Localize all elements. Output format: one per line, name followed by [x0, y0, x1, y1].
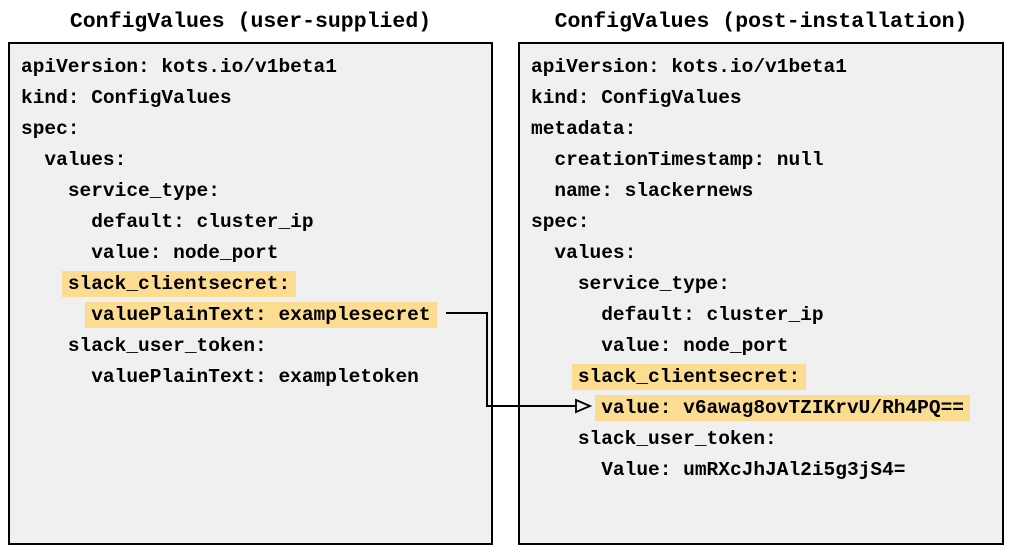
code-line: value: v6awag8ovTZIKrvU/Rh4PQ== [531, 393, 1002, 424]
config-entry: value: node_port [601, 335, 789, 357]
code-line: creationTimestamp: null [531, 145, 1002, 176]
config-entry: values: [44, 149, 127, 171]
code-line: service_type: [531, 269, 1002, 300]
code-line: service_type: [21, 176, 491, 207]
code-line: default: cluster_ip [21, 207, 491, 238]
config-entry: apiVersion: kots.io/v1beta1 [21, 56, 337, 78]
highlighted-config-entry: slack_clientsecret: [61, 271, 297, 297]
user-supplied-config-panel: apiVersion: kots.io/v1beta1 kind: ConfigV… [8, 42, 493, 545]
config-entry: service_type: [67, 180, 220, 202]
code-line: spec: [21, 114, 491, 145]
config-entry: name: slackernews [554, 180, 754, 202]
post-installation-config-panel: apiVersion: kots.io/v1beta1 kind: ConfigV… [518, 42, 1004, 545]
config-entry: values: [554, 242, 637, 264]
user-supplied-yaml: apiVersion: kots.io/v1beta1 kind: ConfigV… [10, 44, 491, 393]
code-line: spec: [531, 207, 1002, 238]
code-line: default: cluster_ip [531, 300, 1002, 331]
code-line: valuePlainText: examplesecret [21, 300, 491, 331]
code-line: kind: ConfigValues [21, 83, 491, 114]
highlighted-config-entry: valuePlainText: examplesecret [85, 302, 437, 328]
post-installation-yaml: apiVersion: kots.io/v1beta1 kind: ConfigV… [520, 44, 1002, 486]
config-entry: spec: [21, 118, 80, 140]
config-entry: apiVersion: kots.io/v1beta1 [531, 56, 847, 78]
code-line: slack_clientsecret: [21, 269, 491, 300]
config-entry: Value: umRXcJhJAl2i5g3jS4= [601, 459, 906, 481]
code-line: values: [21, 145, 491, 176]
code-line: Value: umRXcJhJAl2i5g3jS4= [531, 455, 1002, 486]
config-entry: valuePlainText: exampletoken [91, 366, 419, 388]
config-entry: kind: ConfigValues [21, 87, 232, 109]
config-entry: metadata: [531, 118, 637, 140]
config-entry: default: cluster_ip [601, 304, 824, 326]
code-line: value: node_port [21, 238, 491, 269]
code-line: apiVersion: kots.io/v1beta1 [21, 52, 491, 83]
code-line: values: [531, 238, 1002, 269]
code-line: name: slackernews [531, 176, 1002, 207]
code-line: slack_user_token: [531, 424, 1002, 455]
code-line: kind: ConfigValues [531, 83, 1002, 114]
right-panel-title: ConfigValues (post-installation) [554, 10, 968, 34]
config-entry: slack_user_token: [577, 428, 777, 450]
highlighted-config-entry: slack_clientsecret: [571, 364, 807, 390]
code-line: apiVersion: kots.io/v1beta1 [531, 52, 1002, 83]
config-entry: kind: ConfigValues [531, 87, 742, 109]
config-entry: creationTimestamp: null [554, 149, 824, 171]
config-entry: slack_user_token: [67, 335, 267, 357]
config-entry: default: cluster_ip [91, 211, 314, 233]
code-line: value: node_port [531, 331, 1002, 362]
config-entry: spec: [531, 211, 590, 233]
config-entry: value: node_port [91, 242, 279, 264]
code-line: slack_user_token: [21, 331, 491, 362]
code-line: metadata: [531, 114, 1002, 145]
left-panel-title: ConfigValues (user-supplied) [69, 10, 432, 34]
code-line: valuePlainText: exampletoken [21, 362, 491, 393]
code-line: slack_clientsecret: [531, 362, 1002, 393]
config-entry: service_type: [577, 273, 730, 295]
highlighted-config-entry: value: v6awag8ovTZIKrvU/Rh4PQ== [595, 395, 970, 421]
